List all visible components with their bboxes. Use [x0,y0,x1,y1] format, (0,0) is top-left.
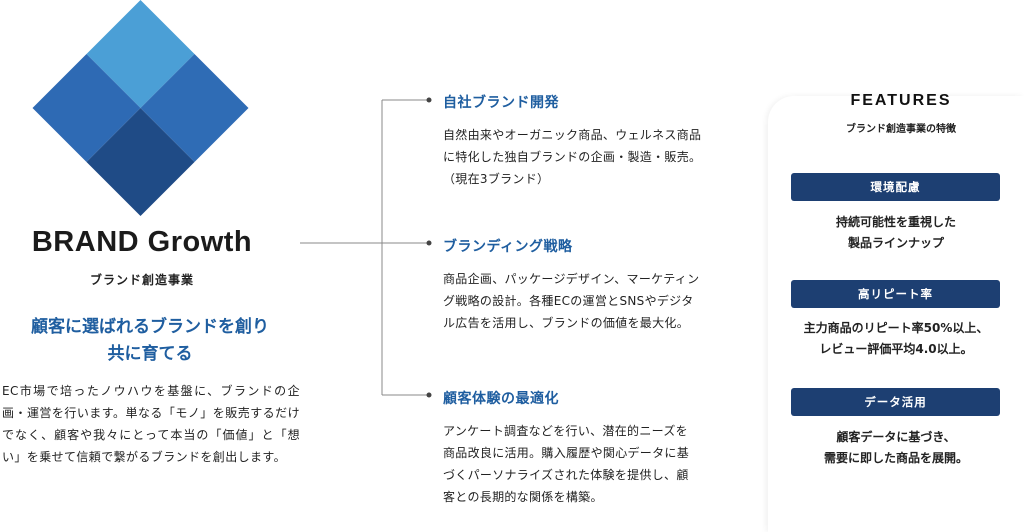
section-line: 客との長期的な関係を構築。 [443,490,603,504]
section-customer-experience: 顧客体験の最適化 アンケート調査などを行い、潜在的ニーズを 商品改良に活用。購入… [443,388,735,508]
logo-tile-bottom [86,108,195,216]
section-line: 商品改良に活用。購入履歴や関心データに基 [443,446,690,460]
section-title: 自社ブランド開発 [443,95,559,111]
section-line: 自然由来やオーガニック商品、ウェルネス商品 [443,128,702,142]
feature-desc-data: 顧客データに基づき、 需要に即した商品を展開。 [780,427,1012,469]
section-line: 商品企画、パッケージデザイン、マーケティン [443,272,700,286]
feature-desc-line: 製品ラインナップ [847,236,944,250]
feature-badge-data: データ活用 [791,388,1000,416]
feature-desc-eco: 持続可能性を重視した 製品ラインナップ [780,212,1012,254]
section-line: づくパーソナライズされた体験を提供し、顧 [443,468,689,482]
section-own-brand: 自社ブランド開発 自然由来やオーガニック商品、ウェルネス商品 に特化した独自ブラ… [443,92,735,190]
connector-dot-2 [426,240,432,246]
section-title: ブランディング戦略 [443,239,573,255]
section-title: 顧客体験の最適化 [443,391,559,407]
features-title: FEATURES [850,92,952,109]
tagline-line-1: 顧客に選ばれるブランドを創り [31,317,269,337]
feature-desc-line: 需要に即した商品を展開。 [823,451,968,465]
section-line: ル広告を活用し、ブランドの価値を最大化。 [443,316,690,330]
feature-badge-eco: 環境配慮 [791,173,1000,201]
brand-title: BRAND Growth [31,226,253,258]
section-line: グ戦略の設計。各種ECの運営とSNSやデジタ [443,294,694,308]
feature-desc-line: 持続可能性を重視した [835,215,956,229]
brand-logo [32,0,249,216]
section-body: アンケート調査などを行い、潜在的ニーズを 商品改良に活用。購入履歴や関心データに… [443,420,735,508]
section-line: （現在3ブランド） [443,172,550,186]
feature-desc-line: 顧客データに基づき、 [836,430,956,444]
section-branding-strategy: ブランディング戦略 商品企画、パッケージデザイン、マーケティン グ戦略の設計。各… [443,236,735,334]
connector-lines [300,97,432,398]
feature-badge-repeat-rate: 高リピート率 [791,280,1000,308]
feature-desc-line: 主力商品のリピート率50%以上、 [803,321,989,335]
brand-description: EC市場で培ったノウハウを基盤に、ブランドの企画・運営を行います。単なる「モノ」… [2,384,300,464]
section-line: アンケート調査などを行い、潜在的ニーズを [443,424,688,438]
section-line: に特化した独自ブランドの企画・製造・販売。 [443,150,702,164]
feature-desc-line: レビュー評価平均4.0以上。 [819,342,973,356]
section-body: 商品企画、パッケージデザイン、マーケティン グ戦略の設計。各種ECの運営とSNS… [443,268,735,334]
brand-subtitle: ブランド創造事業 [89,273,194,287]
section-body: 自然由来やオーガニック商品、ウェルネス商品 に特化した独自ブランドの企画・製造・… [443,124,735,190]
connector-dot-3 [426,392,432,398]
features-card [768,96,1024,532]
tagline-line-2: 共に育てる [107,344,193,364]
feature-desc-repeat-rate: 主力商品のリピート率50%以上、 レビュー評価平均4.0以上。 [780,318,1012,360]
connector-dot-1 [426,97,432,103]
features-subtitle: ブランド創造事業の特徴 [846,124,956,135]
tagline: 顧客に選ばれるブランドを創り 共に育てる [0,314,300,368]
